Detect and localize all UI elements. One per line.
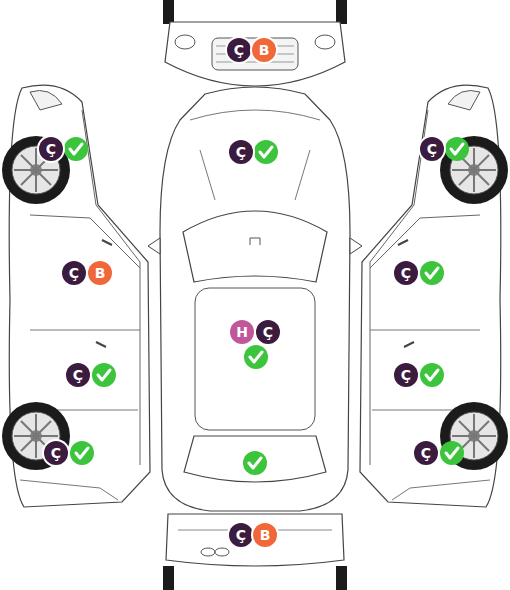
badge-letter: Ç [234, 43, 244, 57]
status-badge: Ç [414, 441, 438, 465]
status-badge: Ç [229, 140, 253, 164]
badge-letter: Ç [421, 446, 431, 460]
status-badge: Ç [394, 261, 418, 285]
status-badge: Ç [394, 363, 418, 387]
rear-bumper-view [163, 514, 347, 590]
right-side-car [360, 85, 508, 507]
status-badge: H [230, 320, 254, 344]
badge-letter: B [260, 528, 271, 542]
status-badge: Ç [44, 441, 68, 465]
badge-letter: B [259, 43, 270, 57]
badge-letter: Ç [69, 266, 79, 280]
status-badge: Ç [229, 523, 253, 547]
check-marks [64, 137, 469, 475]
badge-letter: Ç [236, 528, 246, 542]
status-badge: Ç [420, 137, 444, 161]
badge-letter: Ç [401, 368, 411, 382]
badge-letter: Ç [73, 368, 83, 382]
status-badge: Ç [39, 137, 63, 161]
badge-letter: H [236, 325, 248, 339]
status-badge: B [252, 38, 276, 62]
badge-letter: Ç [236, 145, 246, 159]
status-badge: Ç [66, 363, 90, 387]
front-bumper-view [163, 0, 347, 86]
badge-letter: B [95, 266, 106, 280]
badge-letter: Ç [46, 142, 56, 156]
status-badge: Ç [62, 261, 86, 285]
badge-letter: Ç [427, 142, 437, 156]
status-badge: Ç [227, 38, 251, 62]
status-badge: B [88, 261, 112, 285]
badge-letter: Ç [401, 266, 411, 280]
badge-letter: Ç [51, 446, 61, 460]
left-side-car [2, 85, 150, 507]
status-badge: Ç [256, 320, 280, 344]
status-badge: B [253, 523, 277, 547]
badge-letter: Ç [263, 325, 273, 339]
top-view-car [148, 87, 362, 511]
